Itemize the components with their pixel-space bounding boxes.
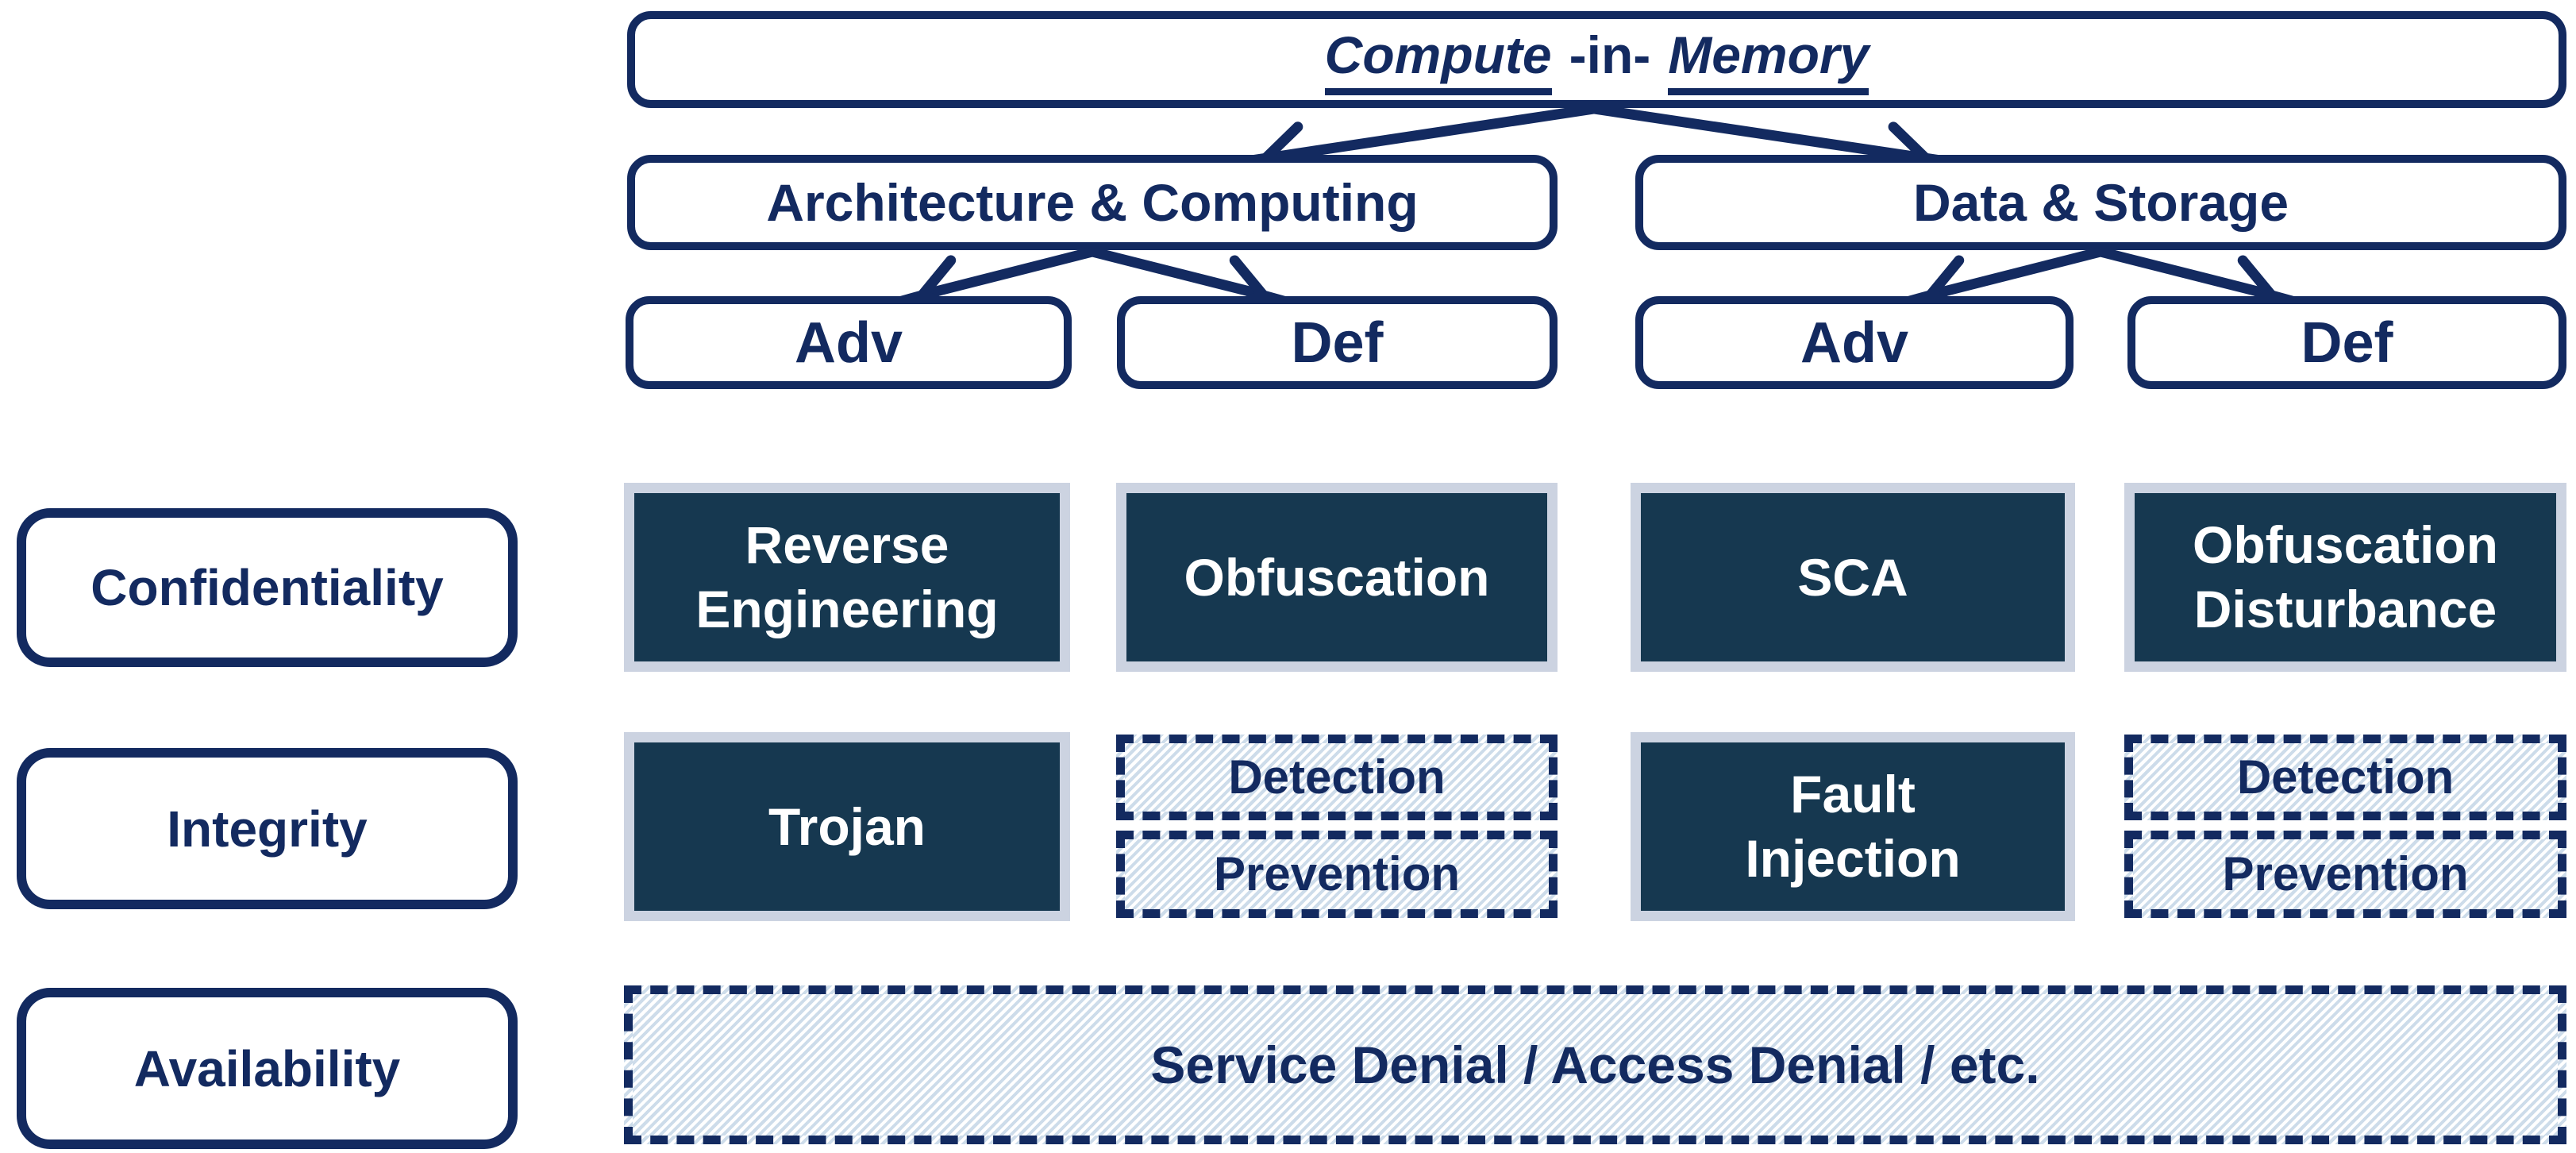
cell-detection-architecture: Detection	[1116, 735, 1558, 820]
cell-obfuscation-disturbance: Obfuscation Disturbance	[2124, 483, 2566, 672]
cell-trojan: Trojan	[624, 732, 1070, 921]
cell-prevention-architecture: Prevention	[1116, 831, 1558, 918]
category-text: Confidentiality	[90, 559, 444, 616]
leaf-def-data: Def	[2127, 296, 2566, 389]
category-text: Integrity	[167, 800, 368, 858]
branch-label: Architecture & Computing	[766, 173, 1419, 232]
leaf-label: Def	[1291, 310, 1384, 375]
leaf-adv-data: Adv	[1635, 296, 2074, 389]
category-label-confidentiality: Confidentiality	[17, 508, 518, 667]
category-label-availability: Availability	[17, 988, 518, 1149]
leaf-adv-architecture: Adv	[626, 296, 1072, 389]
root-title: Compute -in- Memory	[1324, 25, 1869, 95]
cell-sca: SCA	[1631, 483, 2075, 672]
category-text: Availability	[133, 1039, 401, 1097]
category-label-integrity: Integrity	[17, 748, 518, 909]
root-title-compute: Compute	[1324, 25, 1552, 95]
leaf-label: Adv	[794, 310, 903, 375]
leaf-def-architecture: Def	[1117, 296, 1558, 389]
leaf-label: Def	[2301, 310, 2393, 375]
leaf-label: Adv	[1800, 310, 1909, 375]
root-node-compute-in-memory: Compute -in- Memory	[627, 11, 2566, 108]
root-title-in: -in-	[1569, 25, 1651, 84]
cell-fault-injection: Fault Injection	[1631, 732, 2075, 921]
branch-architecture-computing: Architecture & Computing	[627, 155, 1558, 250]
cell-reverse-engineering: Reverse Engineering	[624, 483, 1070, 672]
root-title-memory: Memory	[1668, 25, 1869, 95]
cell-prevention-data: Prevention	[2124, 831, 2566, 918]
cell-detection-data: Detection	[2124, 735, 2566, 820]
cell-service-denial: Service Denial / Access Denial / etc.	[624, 985, 2566, 1144]
branch-label: Data & Storage	[1912, 173, 2289, 232]
branch-data-storage: Data & Storage	[1635, 155, 2566, 250]
cell-obfuscation: Obfuscation	[1116, 483, 1558, 672]
